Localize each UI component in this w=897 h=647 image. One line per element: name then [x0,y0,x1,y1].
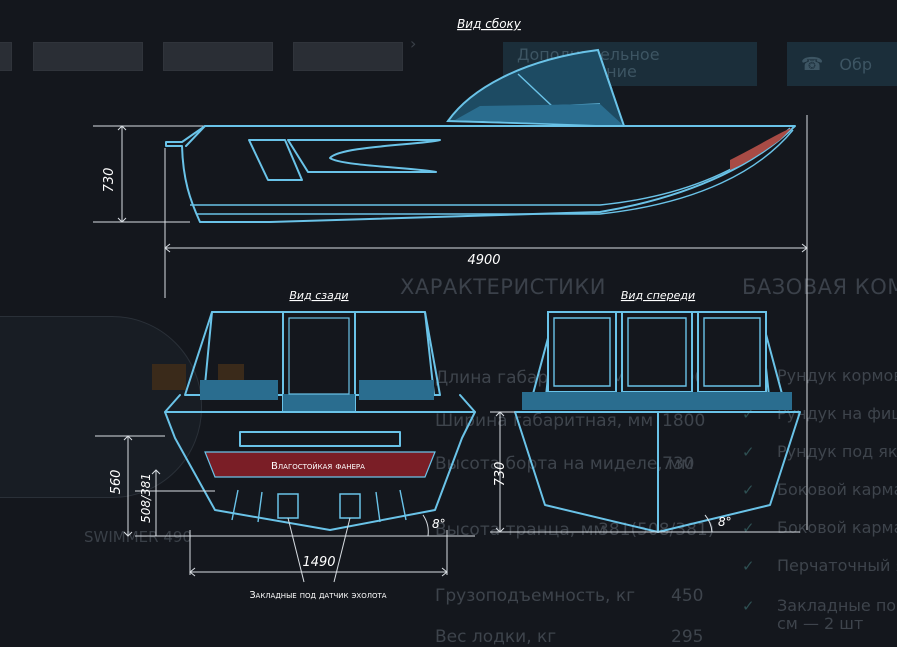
spec-value: 1800 [662,411,706,431]
gallery-thumb[interactable] [163,42,273,71]
side-view: 730 4900 [93,48,808,530]
side-window-1 [248,139,303,181]
sensor-mount-right [339,493,361,519]
rear-view: Влагостойкая фанера 560 508/381 1490 8° … [95,311,476,601]
spec-label: Высота транца, мм [435,520,607,540]
check-icon: ✓ [742,597,755,615]
layout-seat [152,364,186,390]
windshield-base [455,104,624,126]
rear-door-frame [288,317,350,395]
sensor-mount-left [277,493,299,519]
rear-angle-value: 8° [432,517,446,531]
front-view-title: Вид спереди [621,289,695,302]
front-angle-value: 8° [718,515,732,529]
rear-width-value: 1490 [302,555,335,570]
front-height-dimension [490,411,800,533]
base-kit-title: БАЗОВАЯ КОМП [742,275,897,299]
front-window-center [621,311,693,393]
sensor-label: Закладные под датчик эхолота [249,590,386,601]
plywood-panel [204,451,436,478]
gallery-thumb[interactable] [33,42,143,71]
gallery-thumb[interactable] [0,42,12,71]
front-window-right [697,311,767,393]
front-hull [514,411,801,533]
kit-item: Перчаточный я [777,556,897,575]
front-angle-arc [704,514,713,533]
side-height-value: 730 [102,168,117,193]
front-window-frames [553,317,761,387]
kit-item: Закладные под [777,596,897,615]
rear-view-title: Вид сзади [289,289,348,302]
rear-baselines [95,435,475,537]
sensor-leader-lines [287,517,351,583]
rear-strakes [231,489,407,523]
gallery-next-icon[interactable]: › [410,34,417,53]
check-icon: ✓ [742,557,755,575]
hull-stripe [730,128,792,170]
side-length-dimension [164,115,808,530]
rear-hull [164,411,476,531]
characteristics-title: ХАРАКТЕРИСТИКИ [400,275,606,299]
rear-angle-arc [422,514,429,537]
rear-door-panel [283,394,355,412]
spec-value: 450 [671,586,704,606]
front-deck-panel [522,392,792,410]
plywood-label: Влагостойкая фанера [271,461,365,472]
front-window-left [547,311,617,393]
rear-transom-value: 508/381 [139,473,153,523]
side-height-dimension [93,125,205,223]
kit-item: см — 2 шт [777,614,864,633]
spec-label: Грузоподъемность, кг [435,586,636,606]
model-caption: SWIMMER 490 [84,528,192,546]
rear-transom-cut [239,431,401,447]
gallery-thumb[interactable] [293,42,403,71]
hull-keel-line [196,129,794,215]
check-icon: ✓ [742,443,755,461]
rear-seat-left [200,380,278,400]
spec-value: 730 [662,454,695,474]
callback-label: Обр [839,54,873,74]
hull-outline [165,125,796,223]
rear-height-dimension [123,435,133,537]
rear-transom-dimension [151,469,161,536]
side-window-2 [287,139,441,173]
front-view: 730 8° [490,311,801,533]
rear-gunwale [164,394,476,413]
rear-width-dimension [189,530,448,577]
rear-height-value: 560 [109,470,124,495]
side-length-value: 4900 [467,253,500,268]
callback-button[interactable]: ☎ Обр [787,42,897,86]
transom-line [185,125,206,147]
rear-seat-right [359,380,434,400]
phone-icon: ☎ [801,53,824,75]
front-height-value: 730 [493,462,508,487]
check-icon: ✓ [742,481,755,499]
spec-label: Ширина габаритная, мм [435,411,654,431]
side-view-title: Вид сбоку [457,17,522,31]
